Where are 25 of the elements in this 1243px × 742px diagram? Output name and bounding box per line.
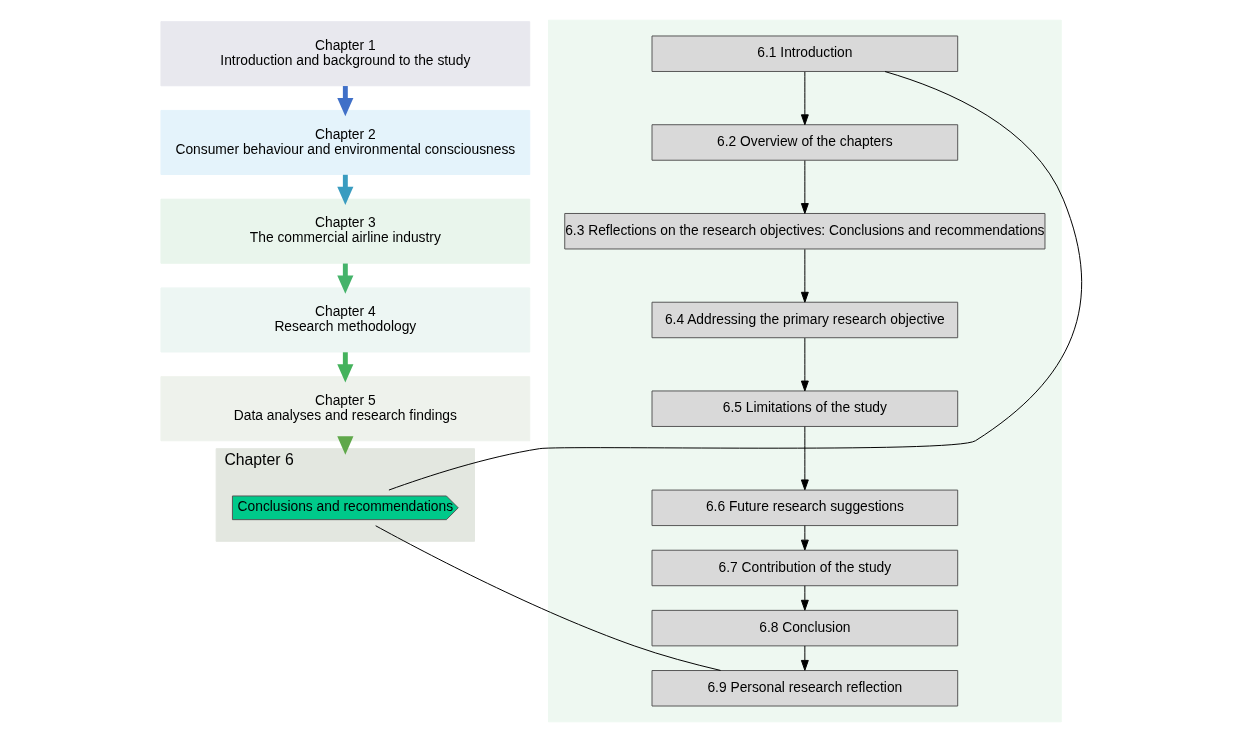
node-box: 6.7 Contribution of the study (651, 549, 959, 587)
connector (388, 71, 1082, 491)
arrow (800, 71, 809, 126)
arrow (800, 426, 809, 491)
arrow (337, 436, 354, 455)
connector (375, 525, 722, 671)
node-box: 6.9 Personal research reflection (651, 670, 959, 707)
node-box: Chapter 4 Research methodology (160, 287, 531, 353)
arrow (800, 645, 809, 671)
arrow (800, 337, 809, 392)
arrow (800, 248, 809, 303)
node-box: Chapter 1 Introduction and background to the study (160, 21, 531, 87)
arrow (800, 525, 809, 551)
arrow (800, 160, 809, 214)
node-box: 6.4 Addressing the primary research objective (651, 301, 959, 339)
node-box: 6.1 Introduction (651, 35, 959, 72)
node-box: 6.3 Reflections on the research objectives: Conclusions and recommendations (564, 212, 1046, 250)
cluster (548, 19, 1062, 723)
node-box: 6.8 Conclusion (651, 609, 959, 647)
node-box: 6.5 Limitations of the study (651, 390, 959, 427)
arrow (800, 585, 809, 611)
node-box: Chapter 2 Consumer behaviour and environmental consciousness (160, 109, 531, 175)
node-box: 6.2 Overview of the chapters (651, 124, 959, 161)
node-box: Chapter 3 The commercial airline industry (160, 198, 531, 264)
node-box: 6.6 Future research suggestions (651, 489, 959, 527)
